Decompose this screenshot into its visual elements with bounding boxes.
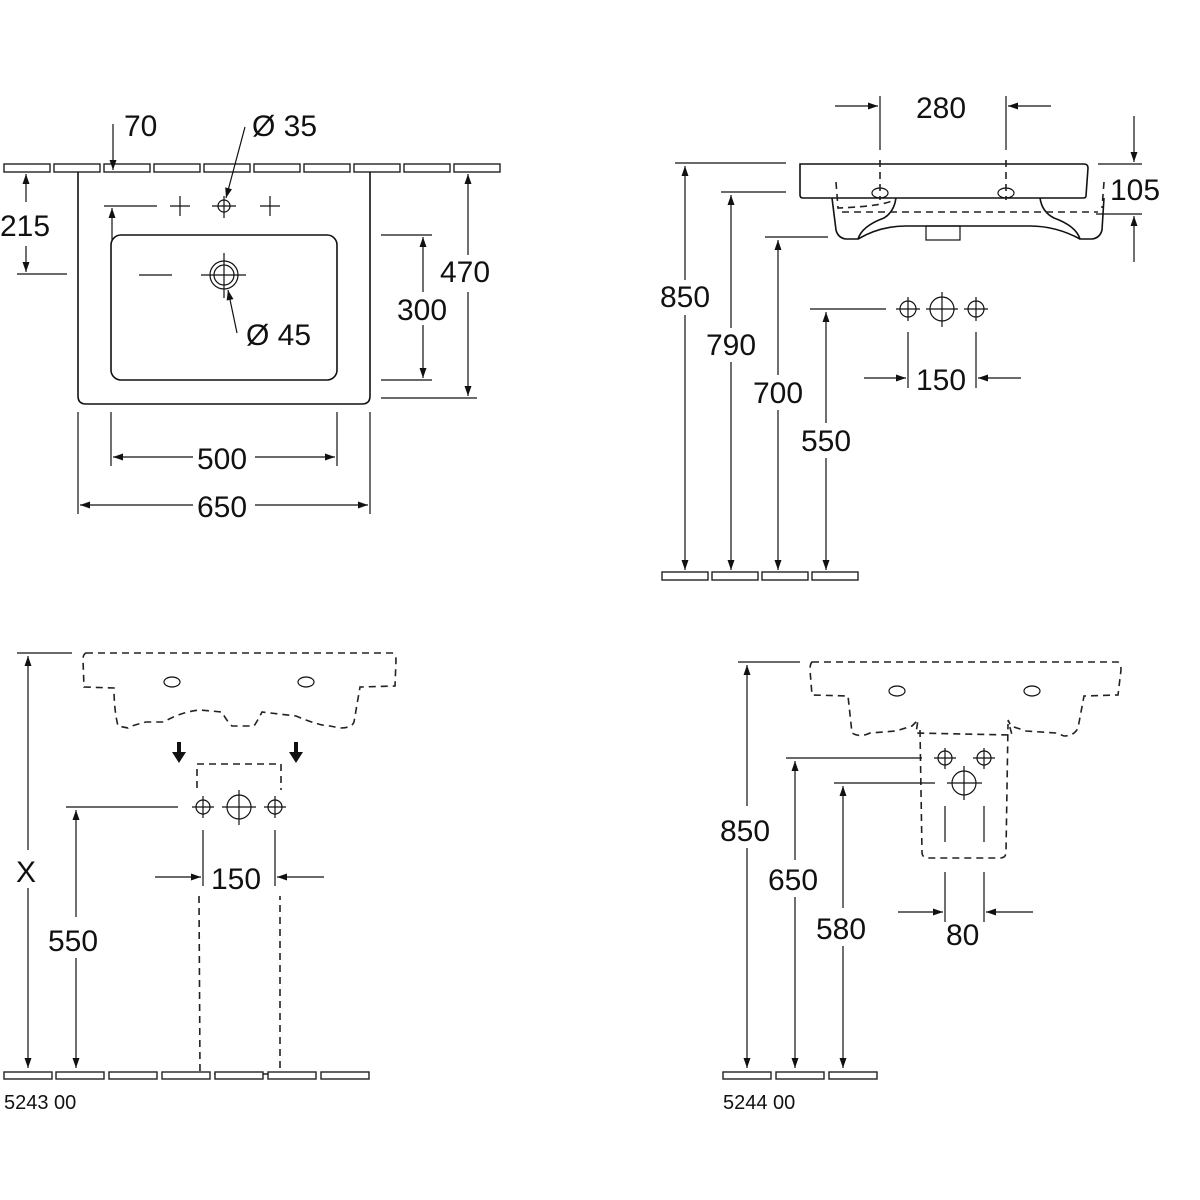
waste-outlet-icon <box>926 292 958 327</box>
article-code: 5243 00 <box>4 1092 76 1114</box>
dim-tap-hole: Ø 35 <box>252 110 317 143</box>
tap-hole-icon <box>212 196 236 218</box>
dim-total-width: 650 <box>197 491 247 524</box>
dim-height-650: 650 <box>768 864 818 897</box>
side-view: 280 105 150 850 <box>660 92 1160 581</box>
dim-rim-height: 105 <box>1110 174 1160 207</box>
top-view: 70 Ø 35 Ø 45 215 300 470 500 <box>0 110 501 524</box>
fixing-hole-left-icon <box>871 160 889 200</box>
semi-pedestal-view: 80 850 650 580 5244 00 <box>720 661 1122 1114</box>
dim-bowl-depth: 300 <box>397 294 447 327</box>
bowl-outline <box>110 234 338 381</box>
fixing-hole-right-icon <box>1023 685 1041 697</box>
supply-hole-hot-icon <box>973 748 995 769</box>
dim-supply-height: 550 <box>48 925 98 958</box>
dim-bowl-width: 500 <box>197 443 247 476</box>
dim-height-580: 580 <box>816 913 866 946</box>
dim-top-offset: 70 <box>124 110 157 143</box>
supply-hole-hot-icon <box>264 796 286 818</box>
article-code: 5244 00 <box>723 1092 795 1114</box>
basin-outline <box>77 172 371 405</box>
supply-hole-cold-icon <box>896 297 920 321</box>
dim-trap-spacing: 80 <box>946 919 979 952</box>
fixing-hole-left-icon <box>888 685 906 697</box>
basin-ghost-outline <box>809 661 1122 737</box>
dim-total-depth: 470 <box>440 256 490 289</box>
dim-tap-height: 215 <box>0 210 50 243</box>
optional-tap-hole-right-icon <box>260 196 280 216</box>
supply-hole-cold-icon <box>934 748 956 769</box>
floor-strip <box>3 1071 370 1080</box>
dim-height-790: 790 <box>706 329 756 362</box>
pedestal-view: 150 X 550 5243 00 <box>3 652 397 1114</box>
dim-supply-spacing: 150 <box>916 364 966 397</box>
waste-outlet-icon <box>947 766 982 800</box>
supply-hole-cold-icon <box>192 796 214 818</box>
optional-tap-hole-left-icon <box>170 196 190 216</box>
dim-height-850: 850 <box>660 281 710 314</box>
fixing-hole-right-icon <box>997 160 1015 200</box>
dim-supply-spacing: 150 <box>211 863 261 896</box>
waste-hole-icon <box>201 253 246 298</box>
dim-height-700: 700 <box>753 377 803 410</box>
supply-hole-hot-icon <box>964 297 988 321</box>
fixing-hole-left-icon <box>163 676 181 688</box>
fixing-hole-right-icon <box>297 676 315 688</box>
basin-profile <box>799 163 1089 199</box>
dim-supply-height: 550 <box>801 425 851 458</box>
wall-strip <box>3 163 501 173</box>
floor-strip <box>722 1071 878 1080</box>
dim-height-850: 850 <box>720 815 770 848</box>
down-arrow-right-icon <box>289 742 303 763</box>
dim-waste-hole: Ø 45 <box>246 319 311 352</box>
dim-x: X <box>16 856 36 889</box>
basin-ghost-outline <box>82 652 397 729</box>
down-arrow-left-icon <box>172 742 186 763</box>
floor-strip <box>661 571 859 581</box>
semi-pedestal-outline <box>919 723 1009 859</box>
dim-fixing-spacing: 280 <box>916 92 966 125</box>
waste-outlet-icon <box>222 790 256 825</box>
